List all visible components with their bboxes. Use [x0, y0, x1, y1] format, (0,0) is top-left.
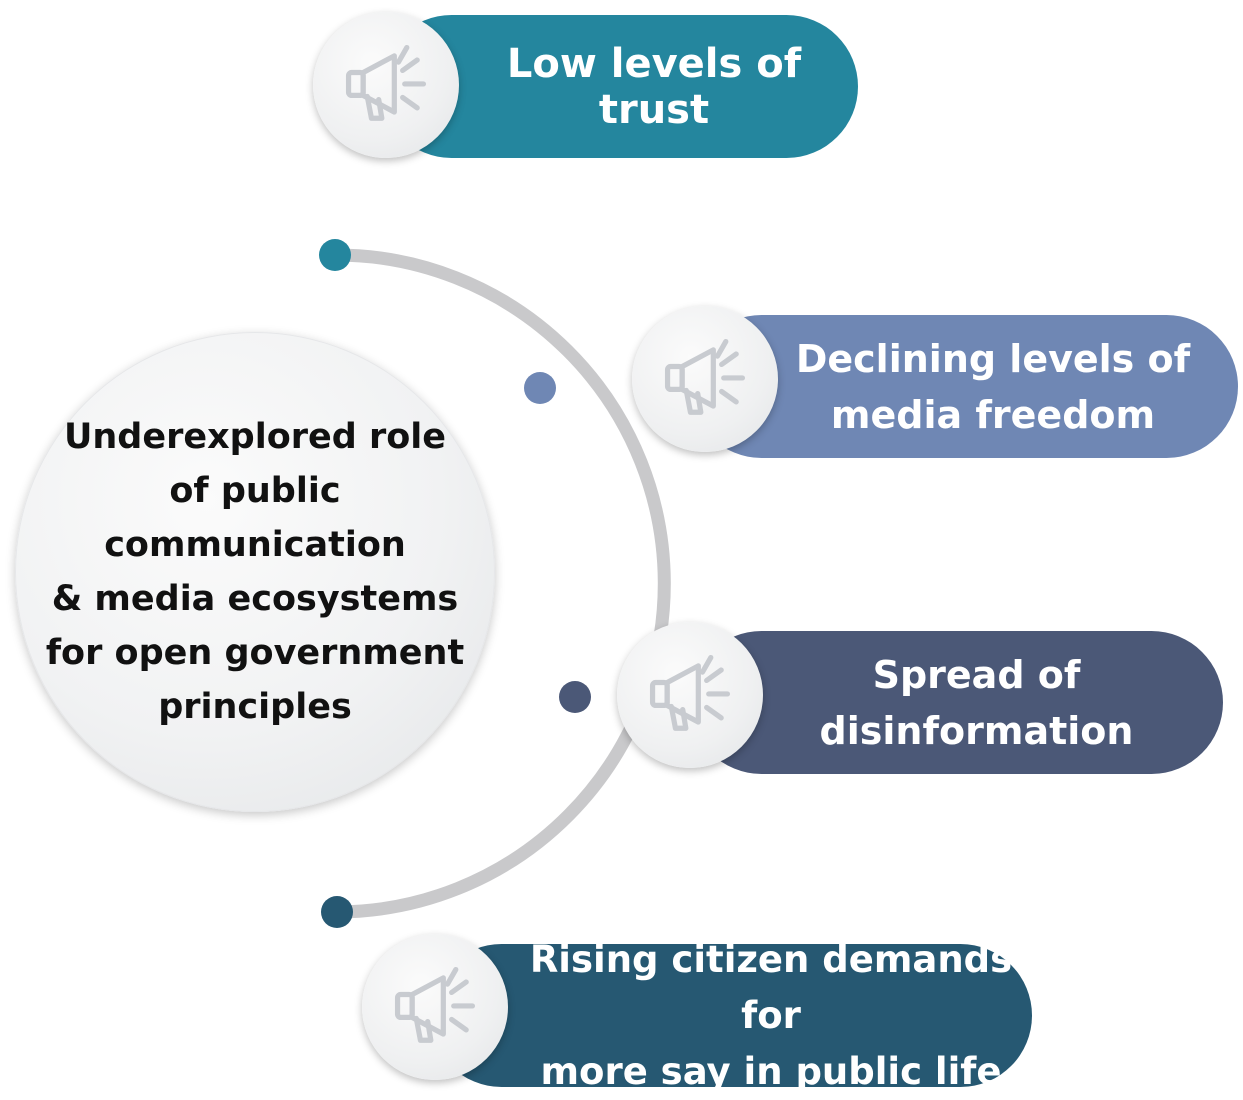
megaphone-icon	[394, 966, 476, 1043]
megaphone-icon	[664, 338, 746, 415]
pill-line: disinformation	[819, 708, 1134, 753]
pill-low-trust: Low levels of trust	[380, 15, 858, 158]
arc-dot-4	[321, 896, 353, 928]
center-line-3: communication	[104, 525, 406, 565]
icon-circle	[362, 934, 508, 1080]
pill-line: Rising citizen demands for	[529, 937, 1013, 1037]
pill-text: Rising citizen demands for more say in p…	[510, 932, 1032, 1100]
megaphone-icon	[649, 654, 731, 731]
pill-citizen-demands: Rising citizen demands for more say in p…	[430, 938, 1032, 1093]
pill-disinformation: Spread of disinformation	[690, 631, 1223, 774]
pill-line: Declining levels of	[795, 336, 1191, 381]
icon-circle	[632, 306, 778, 452]
pill-line: media freedom	[830, 392, 1156, 437]
pill-line: more say in public life	[540, 1049, 1002, 1093]
pill-line: Spread of	[872, 652, 1081, 697]
center-line-4: & media ecosystems	[51, 579, 459, 619]
center-line-2: of public	[169, 471, 341, 511]
center-text: Underexplored role of public communicati…	[40, 410, 470, 734]
megaphone-icon	[345, 44, 427, 121]
center-circle: Underexplored role of public communicati…	[15, 332, 495, 812]
pill-text: Low levels of trust	[450, 41, 858, 133]
arc-path	[328, 248, 671, 919]
pill-text: Declining levels of media freedom	[796, 331, 1190, 443]
arc-dot-3	[559, 681, 591, 713]
arc-dot-2	[524, 372, 556, 404]
icon-circle	[617, 622, 763, 768]
pill-media-freedom: Declining levels of media freedom	[690, 315, 1238, 458]
icon-circle	[313, 12, 459, 158]
arc-dot-1	[319, 239, 351, 271]
pill-line: Low levels of trust	[506, 40, 802, 133]
center-line-6: principles	[158, 687, 352, 727]
pill-text: Spread of disinformation	[820, 647, 1134, 759]
center-line-5: for open government	[45, 633, 465, 673]
center-line-1: Underexplored role	[63, 417, 447, 457]
